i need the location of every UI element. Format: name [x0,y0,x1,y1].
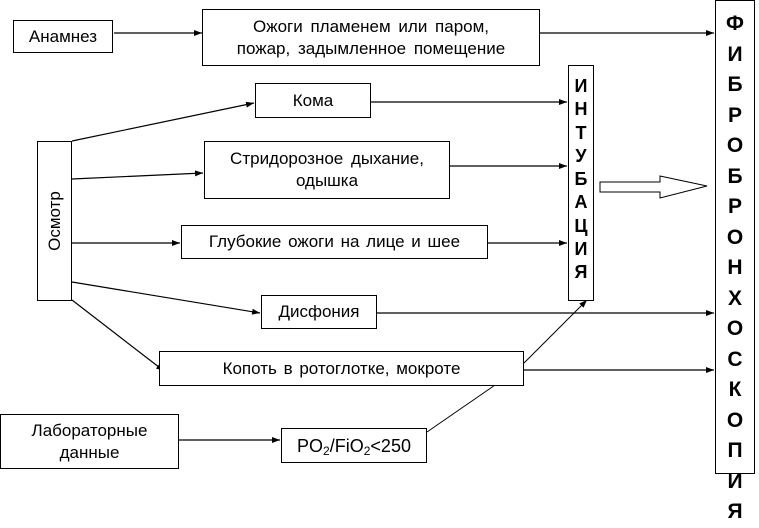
lab-line-2: данные [59,442,120,462]
intubation-letter: Б [574,169,588,190]
intubation-letter: И [574,76,588,96]
coma-box: Кома [255,83,371,118]
deep-burns-label: Глубокие ожоги на лице и шее [208,232,461,251]
burns-history-line-1: Ожоги пламенем или паром, [252,16,490,36]
bronchoscopy-letter: Х [727,286,742,310]
bronchoscopy-letter: Р [727,103,742,127]
pf-fio: /FiO [329,435,364,456]
intubation-letter: Т [575,122,587,143]
lab-data-box: Лабораторные данные [0,414,179,469]
bronchoscopy-letter: О [726,317,744,340]
arrow-soot-to-intubation [523,299,588,364]
bronchoscopy-letter: П [727,439,743,462]
bronchoscopy-letter: Б [727,73,743,96]
exam-label: Осмотр [44,191,64,251]
arrow-exam-to-soot [71,299,165,372]
bronchoscopy-letter: О [726,408,744,432]
burns-history-box: Ожоги пламенем или паром, пожар, задымле… [202,9,540,66]
bronchoscopy-letter: Н [727,256,743,279]
pf-ratio-label: PO2/FiO2<250 [297,435,411,457]
exam-box: Осмотр [37,141,72,301]
coma-label: Кома [292,90,334,110]
pf-threshold: <250 [370,435,411,456]
stridor-line-1: Стридорозное дыхание, [230,149,424,168]
intubation-box: И Н Т У Б А Ц И Я [568,65,594,301]
deep-burns-box: Глубокие ожоги на лице и шее [181,225,488,259]
soot-label: Копоть в ротоглотке, мокроте [222,358,461,378]
anamnesis-box: Анамнез [13,20,113,53]
intubation-letter: Я [574,262,588,283]
intubation-letter: У [575,145,587,166]
soot-box: Копоть в ротоглотке, мокроте [159,351,524,386]
arrow-exam-to-stridor [71,170,204,180]
arrow-exam-to-dysphonia [71,281,261,315]
block-arrow-intubation-to-bronchoscopy [599,175,708,199]
bronchoscopy-letter: К [728,378,742,401]
pf-sub-2: 2 [363,443,371,458]
stridor-line-2: одышка [295,171,359,190]
bronchoscopy-letter: Я [727,500,743,523]
bronchoscopy-letter: Б [727,164,743,188]
pf-po: PO [297,435,324,456]
bronchoscopy-letter: О [726,225,744,249]
intubation-letter: Н [574,99,588,120]
bronchoscopy-box: Ф И Б Р О Б Р О Н Х О С К О П И Я [715,0,755,523]
arrow-exam-to-coma [71,101,255,142]
pf-ratio-box: PO2/FiO2<250 [281,428,427,463]
anamnesis-label: Анамнез [28,26,98,46]
intubation-letter: И [574,239,588,260]
bronchoscopy-letter: С [727,347,743,371]
intubation-letter: А [574,192,588,213]
line-pf-ratio-to-soot [426,382,499,433]
intubation-letter: Ц [574,215,588,236]
bronchoscopy-letter: И [727,42,743,66]
bronchoscopy-letter: О [726,134,744,157]
lab-line-1: Лабораторные [31,420,148,440]
bronchoscopy-letter: Р [727,195,742,218]
dysphonia-box: Дисфония [261,295,377,329]
bronchoscopy-letter: Ф [726,12,744,35]
stridor-box: Стридорозное дыхание, одышка [204,141,450,199]
pf-sub-1: 2 [323,443,330,458]
burns-history-line-2: пожар, задымленное помещение [236,38,506,58]
bronchoscopy-letter: И [727,469,743,493]
dysphonia-label: Дисфония [278,302,360,321]
